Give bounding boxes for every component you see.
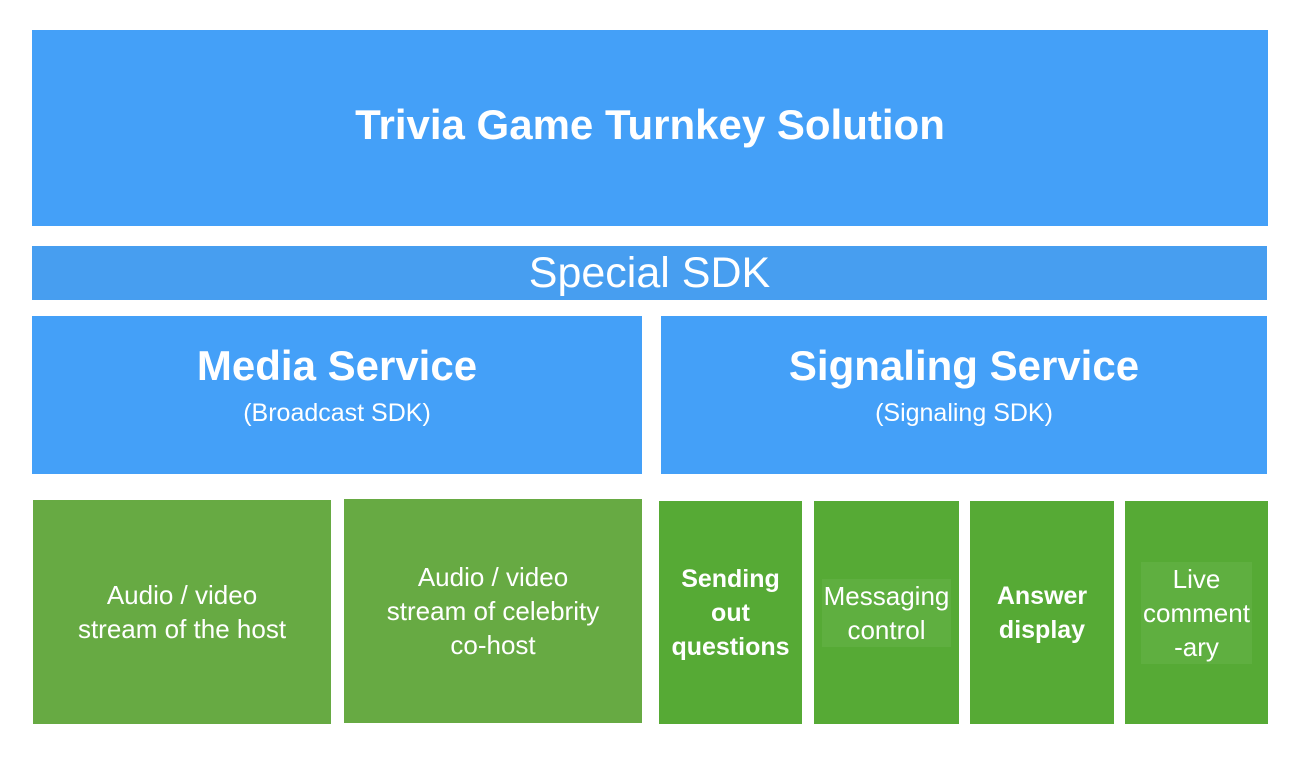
feature-sending-questions: Sending out questions	[659, 501, 802, 724]
feature-label: Live comment -ary	[1141, 561, 1252, 664]
signaling-service-box: Signaling Service (Signaling SDK)	[661, 316, 1267, 474]
feature-answer-display: Answer display	[970, 501, 1114, 724]
media-service-box: Media Service (Broadcast SDK)	[32, 316, 642, 474]
feature-label: Audio / video stream of celebrity co-hos…	[386, 562, 600, 660]
signaling-service-title: Signaling Service	[788, 342, 1140, 389]
signaling-service-subtitle: (Signaling SDK)	[875, 399, 1053, 427]
feature-label: Messaging control	[821, 578, 952, 647]
solution-title: Trivia Game Turnkey Solution	[355, 101, 945, 148]
media-service-title: Media Service	[196, 342, 478, 389]
feature-live-commentary: Live comment -ary	[1125, 501, 1268, 724]
media-service-subtitle: (Broadcast SDK)	[243, 399, 431, 427]
feature-messaging-control: Messaging control	[814, 501, 959, 724]
special-sdk-box: Special SDK	[32, 246, 1267, 300]
feature-cohost-stream: Audio / video stream of celebrity co-hos…	[344, 499, 642, 723]
feature-label: Audio / video stream of the host	[77, 580, 287, 644]
special-sdk-label: Special SDK	[528, 248, 771, 297]
feature-host-stream: Audio / video stream of the host	[33, 500, 331, 724]
solution-title-box: Trivia Game Turnkey Solution	[32, 30, 1268, 226]
feature-label: Sending out questions	[671, 564, 790, 661]
feature-label: Answer display	[996, 581, 1088, 644]
